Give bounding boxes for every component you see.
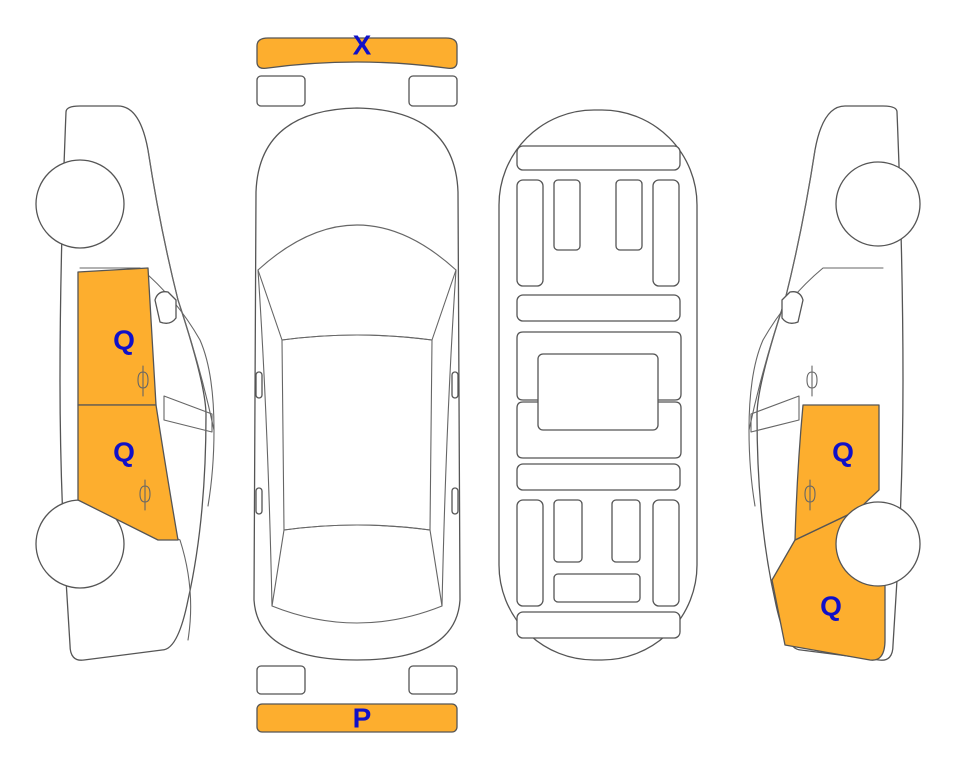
rear-bumper-damage <box>256 703 458 733</box>
underbody-rear-left-rail <box>516 499 544 607</box>
right-rear-door-label: Q <box>832 437 854 468</box>
underbody-front-right-rail <box>652 179 680 287</box>
underbody-front-crossmember <box>516 145 681 171</box>
right-rear-quarter-label: Q <box>820 591 842 622</box>
underbody-rear-left-inner <box>553 499 583 563</box>
rear-right-taillight <box>408 665 458 695</box>
right-side-window <box>750 395 800 433</box>
left-rear-door-label: Q <box>113 437 135 468</box>
top-left-mirror <box>255 371 263 399</box>
left-side-mirror <box>154 291 177 324</box>
top-body <box>253 107 461 661</box>
front-right-headlight <box>408 75 458 107</box>
underbody-front-left-inner <box>553 179 581 251</box>
right-front-wheel <box>835 161 921 247</box>
underbody-view <box>498 109 698 661</box>
underbody-center-panel <box>537 353 659 431</box>
top-left-pillar <box>257 269 273 607</box>
underbody-rear-crossmember <box>516 611 681 639</box>
underbody-mid-rear-bar <box>516 463 681 491</box>
underbody-rear-right-rail <box>652 499 680 607</box>
underbody-front-left-rail <box>516 179 544 287</box>
top-right-mirror <box>451 371 459 399</box>
left-side-window <box>163 395 213 433</box>
right-rear-door-handle-icon <box>804 479 816 511</box>
right-side-mirror <box>781 291 804 324</box>
left-front-door-handle-icon <box>137 365 149 397</box>
top-left-rear-mirror <box>255 487 263 515</box>
right-side-view: Q Q <box>748 105 921 661</box>
underbody-front-right-inner <box>615 179 643 251</box>
top-view: X P <box>253 30 461 734</box>
underbody-mid-front-bar <box>516 294 681 322</box>
top-right-rear-mirror <box>451 487 459 515</box>
right-rear-wheel <box>835 501 921 587</box>
left-rear-door-damage <box>77 404 179 541</box>
right-rear-door-damage <box>794 404 880 541</box>
front-bumper-damage <box>256 37 458 70</box>
left-side-view: Q Q <box>35 105 215 661</box>
underbody-rear-box <box>553 573 641 603</box>
left-rear-door-handle-icon <box>139 479 151 511</box>
rear-bumper-label: P <box>353 703 372 734</box>
underbody-rear-right-inner <box>611 499 641 563</box>
front-bumper-label: X <box>353 30 372 61</box>
right-front-door-handle-icon <box>806 365 818 397</box>
left-front-wheel <box>35 159 125 249</box>
left-front-door-label: Q <box>113 325 135 356</box>
rear-left-taillight <box>256 665 306 695</box>
front-left-headlight <box>256 75 306 107</box>
top-right-pillar <box>441 269 457 607</box>
left-windshield-pillar <box>147 149 215 431</box>
